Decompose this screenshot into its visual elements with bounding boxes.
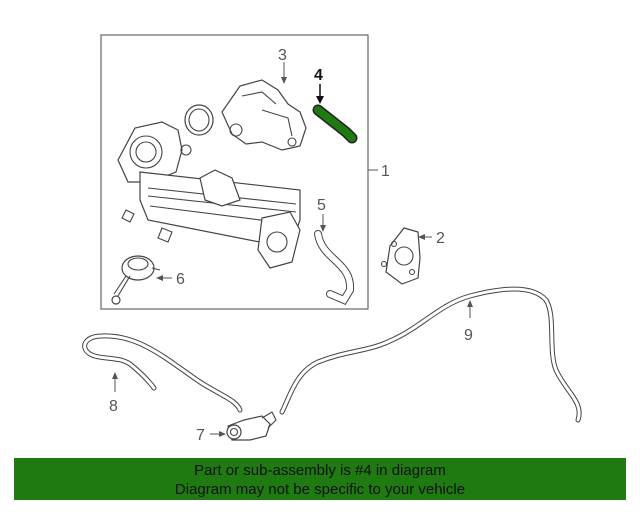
callout-7[interactable]: 7 [196,427,205,444]
parts-diagram: 1 3 4 [82,34,582,444]
highlighted-hose-part-4[interactable] [312,104,358,144]
vacuum-hose-part-8[interactable] [82,333,243,413]
callout-9[interactable]: 9 [464,327,473,344]
egr-valve[interactable] [221,79,307,151]
callout-5[interactable]: 5 [317,197,326,214]
assembly-frame [100,34,369,310]
callout-2-arrow [418,234,425,240]
gasket-plate-part-2[interactable] [380,227,421,285]
part-info-banner: Part or sub-assembly is #4 in diagram Di… [14,458,626,500]
callout-4[interactable]: 4 [314,67,323,84]
banner-line-1: Part or sub-assembly is #4 in diagram [194,462,446,479]
o-ring-gasket[interactable] [184,104,214,136]
egr-cooler[interactable] [117,121,301,269]
vacuum-hose-part-9[interactable] [279,286,582,423]
banner-line-2: Diagram may not be specific to your vehi… [174,481,466,498]
callout-3-arrow [281,77,287,84]
callout-8[interactable]: 8 [109,398,118,415]
solenoid-valve-part-7[interactable] [226,411,277,441]
callout-2[interactable]: 2 [436,230,445,247]
callout-5-arrow [320,225,326,232]
vacuum-actuator-part-6[interactable] [111,255,161,305]
callout-8-arrow [112,372,118,379]
callout-4-arrow [316,96,324,104]
callout-1[interactable]: 1 [381,163,390,180]
callout-6-arrow [156,275,163,281]
hose-part-5[interactable] [314,230,355,306]
callout-3[interactable]: 3 [278,47,287,64]
callout-6[interactable]: 6 [176,271,185,288]
callout-7-arrow [219,431,226,437]
callout-9-arrow [467,300,473,307]
